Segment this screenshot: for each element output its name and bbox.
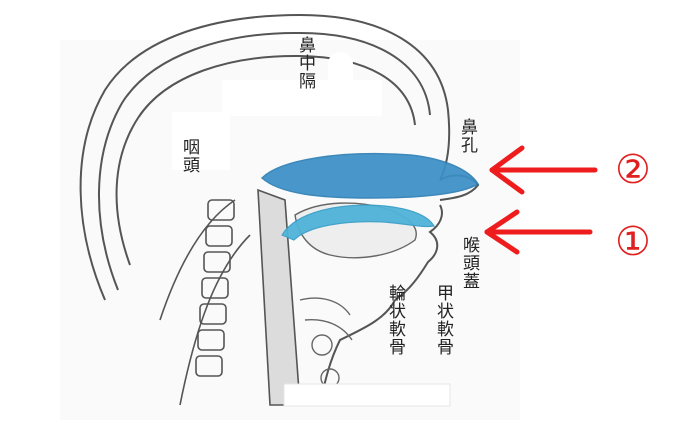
label-thyroid-cartilage: 甲状軟骨 xyxy=(434,284,451,356)
label-nasal-septum: 鼻中隔 xyxy=(296,36,313,90)
label-pharynx: 咽頭 xyxy=(180,138,197,174)
label-cricoid-cartilage: 輪状軟骨 xyxy=(386,284,403,356)
marker-1: ① xyxy=(615,222,651,262)
label-epiglottis: 喉頭蓋 xyxy=(460,236,477,290)
label-nostril: 鼻孔 xyxy=(458,118,475,154)
marker-2: ② xyxy=(615,150,651,190)
